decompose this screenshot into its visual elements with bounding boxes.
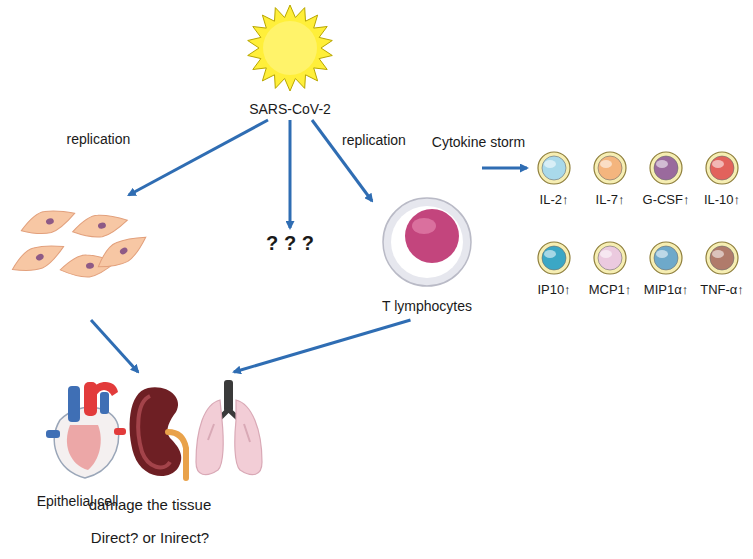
node-label: MIP1α↑: [639, 282, 693, 298]
edge-label: replication: [340, 132, 408, 149]
kidney-icon: [130, 387, 186, 478]
node-label: IL-7↑: [583, 192, 637, 208]
arrow-connector: [234, 320, 411, 372]
heart-icon: [46, 382, 126, 478]
node-label: IL-2↑: [527, 192, 581, 208]
edge-label: Cytokine storm: [430, 134, 527, 151]
unknown-node: ? ? ?: [260, 228, 320, 260]
epithelial-cells-icon: [8, 203, 152, 281]
t-cell-icon: [383, 198, 471, 286]
node-label: TNF-α↑: [695, 282, 749, 298]
cytokine-node: MCP1↑: [583, 238, 637, 310]
arrow-connector: [289, 120, 292, 228]
arrow-connector: [91, 320, 138, 372]
virus-core: [263, 21, 317, 75]
cytokine-node: IP10↑: [527, 238, 581, 310]
virus-icon: [248, 5, 333, 91]
node-label: T lymphocytes: [372, 298, 482, 315]
lungs-icon: [196, 380, 262, 475]
virus-node: SARS-CoV-2: [235, 2, 345, 120]
cytokine-node: IL-7↑: [583, 148, 637, 220]
tissue-node: damage the tissueDirect? or Inirect?: [30, 372, 270, 554]
node-label: IP10↑: [527, 282, 581, 298]
cytokine-node: IL-2↑: [527, 148, 581, 220]
node-label: damage the tissue: [30, 496, 270, 514]
node-label: G-CSF↑: [639, 192, 693, 208]
node-label: ? ? ?: [260, 231, 320, 255]
cytokine-node: G-CSF↑: [639, 148, 693, 220]
cell-node: T lymphocytes: [372, 150, 482, 320]
arrow-connector: [482, 167, 527, 170]
cytokine-node: TNF-α↑: [695, 238, 749, 310]
cytokine-icons: [538, 152, 738, 274]
edge-label: replication: [64, 131, 132, 148]
node-label: SARS-CoV-2: [235, 101, 345, 118]
node-label: MCP1↑: [583, 282, 637, 298]
cytokine-node: MIP1α↑: [639, 238, 693, 310]
node-label: Direct? or Inirect?: [30, 529, 270, 547]
cell-node: Epithelial cell: [10, 195, 145, 320]
node-label: IL-10↑: [695, 192, 749, 208]
arrow-connector: [129, 120, 268, 195]
cytokine-node: IL-10↑: [695, 148, 749, 220]
